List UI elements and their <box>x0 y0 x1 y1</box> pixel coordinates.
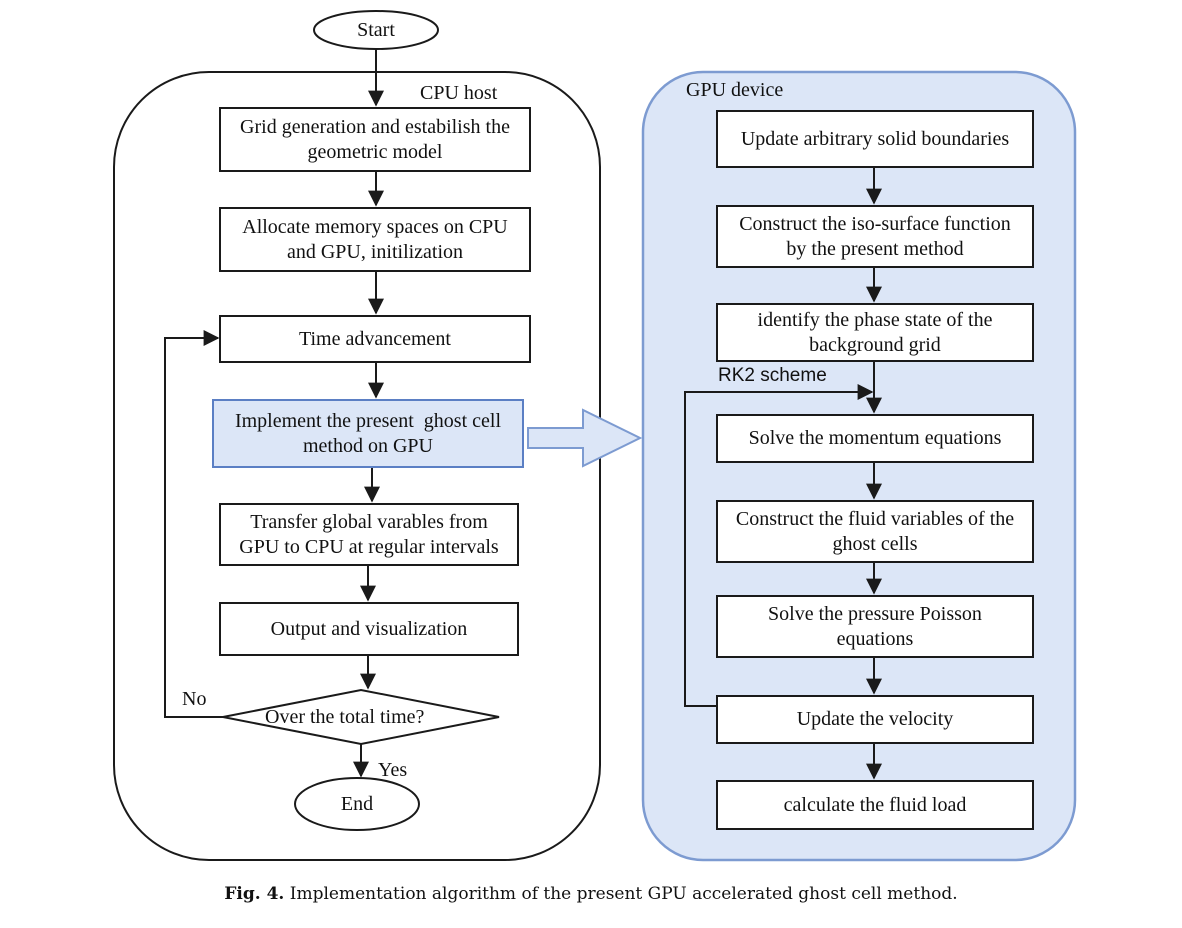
end-label: End <box>340 792 374 815</box>
start-label: Start <box>357 18 395 41</box>
time-advancement-step: Time advancement <box>219 315 531 363</box>
decision-diamond <box>222 688 500 746</box>
figure-caption: Fig. 4. Implementation algorithm of the … <box>0 884 1182 904</box>
rk2-scheme-label: RK2 scheme <box>718 365 827 386</box>
allocate-memory-line-2: and GPU, initilization <box>286 240 464 263</box>
update-velocity-label: Update the velocity <box>796 708 954 730</box>
momentum-label: Solve the momentum equations <box>748 427 1002 449</box>
phase-state-line-2: background grid <box>809 333 941 356</box>
caption-prefix: Fig. 4. <box>224 884 285 904</box>
momentum-step: Solve the momentum equations <box>716 414 1034 463</box>
transfer-variables-step: Transfer global varables from GPU to CPU… <box>219 503 519 566</box>
allocate-memory-step: Allocate memory spaces on CPU and GPU, i… <box>219 207 531 272</box>
update-boundaries-step: Update arbitrary solid boundaries <box>716 110 1034 168</box>
transfer-line-1: Transfer global varables from <box>250 510 488 533</box>
iso-surface-line-2: by the present method <box>786 237 964 260</box>
allocate-memory-line-1: Allocate memory spaces on CPU <box>242 215 508 238</box>
phase-state-step: identify the phase state of the backgrou… <box>716 303 1034 362</box>
ghost-cells-step: Construct the fluid variables of the gho… <box>716 500 1034 563</box>
cpu-host-label: CPU host <box>420 82 498 104</box>
pressure-poisson-line-1: Solve the pressure Poisson <box>768 602 982 625</box>
ghost-cells-line-1: Construct the fluid variables of the <box>735 507 1015 530</box>
dispatch-arrow <box>527 408 643 468</box>
transfer-line-2: GPU to CPU at regular intervals <box>239 535 499 558</box>
ghost-cells-line-2: ghost cells <box>832 532 918 555</box>
iso-surface-line-1: Construct the iso-surface function <box>739 212 1011 235</box>
fluid-load-label: calculate the fluid load <box>783 793 967 816</box>
implement-line-2: method on GPU <box>302 434 433 457</box>
time-advancement-label: Time advancement <box>298 327 451 350</box>
output-visualization-label: Output and visualization <box>270 617 468 640</box>
gpu-device-label: GPU device <box>686 79 784 101</box>
pressure-poisson-step: Solve the pressure Poisson equations <box>716 595 1034 658</box>
update-velocity-step: Update the velocity <box>716 695 1034 744</box>
decision-no-label: No <box>182 688 207 710</box>
cpu-host-container <box>113 71 601 861</box>
output-visualization-step: Output and visualization <box>219 602 519 656</box>
phase-state-line-1: identify the phase state of the <box>757 308 993 331</box>
caption-text: Implementation algorithm of the present … <box>289 884 958 904</box>
grid-generation-line-1: Grid generation and estabilish the <box>240 115 510 138</box>
grid-generation-line-2: geometric model <box>307 140 443 163</box>
grid-generation-step: Grid generation and estabilish the geome… <box>219 107 531 172</box>
update-boundaries-label: Update arbitrary solid boundaries <box>740 127 1010 150</box>
iso-surface-step: Construct the iso-surface function by th… <box>716 205 1034 268</box>
end-ellipse <box>294 777 420 831</box>
decision-yes-label: Yes <box>378 759 408 781</box>
implement-line-1: Implement the present ghost cell <box>234 409 502 432</box>
gpu-device-container <box>641 70 1077 862</box>
implement-ghost-cell-step: Implement the present ghost cell method … <box>212 399 524 468</box>
decision-label: Over the total time? <box>265 706 425 728</box>
fluid-load-step: calculate the fluid load <box>716 780 1034 830</box>
pressure-poisson-line-2: equations <box>836 627 914 650</box>
